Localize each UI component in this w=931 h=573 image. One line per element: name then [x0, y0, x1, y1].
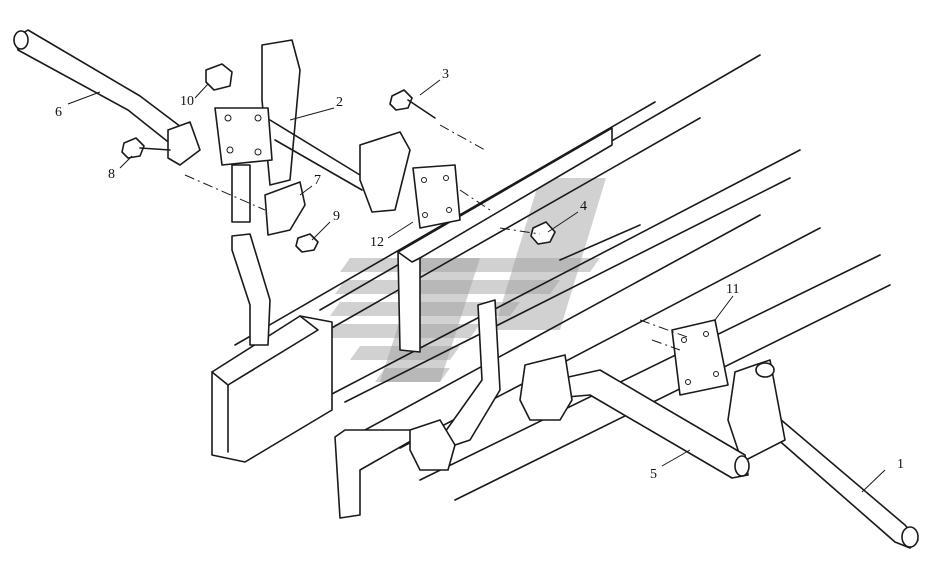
- assembly-center-lines: [184, 124, 691, 351]
- down-pipe: [231, 164, 271, 346]
- part-3-bolt: [389, 89, 436, 119]
- part-7-clamp: [264, 181, 306, 236]
- callout-6: 6: [55, 105, 62, 120]
- callout-10: 10: [180, 94, 194, 109]
- watermark-logo: [325, 178, 606, 382]
- callout-11: 11: [726, 282, 739, 297]
- callout-8: 8: [108, 167, 115, 182]
- callout-4: 4: [580, 199, 587, 214]
- pipe-5: [519, 354, 750, 479]
- callout-12: 12: [370, 235, 384, 250]
- pipe-1: [727, 359, 919, 549]
- part-8-bolt: [121, 137, 171, 159]
- left-channel: [211, 315, 333, 463]
- center-pipe: [409, 299, 501, 471]
- callout-5: 5: [650, 467, 657, 482]
- part-10-cap: [205, 63, 233, 91]
- part-4-nut: [530, 221, 556, 245]
- plate-11: [671, 319, 729, 396]
- part-2-bracket: [214, 39, 411, 213]
- callout-1: 1: [897, 457, 904, 472]
- plate-12: [412, 164, 461, 229]
- callout-9: 9: [333, 209, 340, 224]
- callout-3: 3: [442, 67, 449, 82]
- leader-lines: [67, 79, 886, 493]
- part-9-nut: [295, 233, 319, 253]
- callout-labels: 1 2 3 4 5 6 7 8 9 10 11 12: [55, 67, 904, 482]
- center-channel: [397, 127, 613, 353]
- callout-7: 7: [314, 173, 321, 188]
- lower-bracket: [334, 429, 431, 519]
- pipe-6: [13, 29, 201, 166]
- callout-2: 2: [336, 95, 343, 110]
